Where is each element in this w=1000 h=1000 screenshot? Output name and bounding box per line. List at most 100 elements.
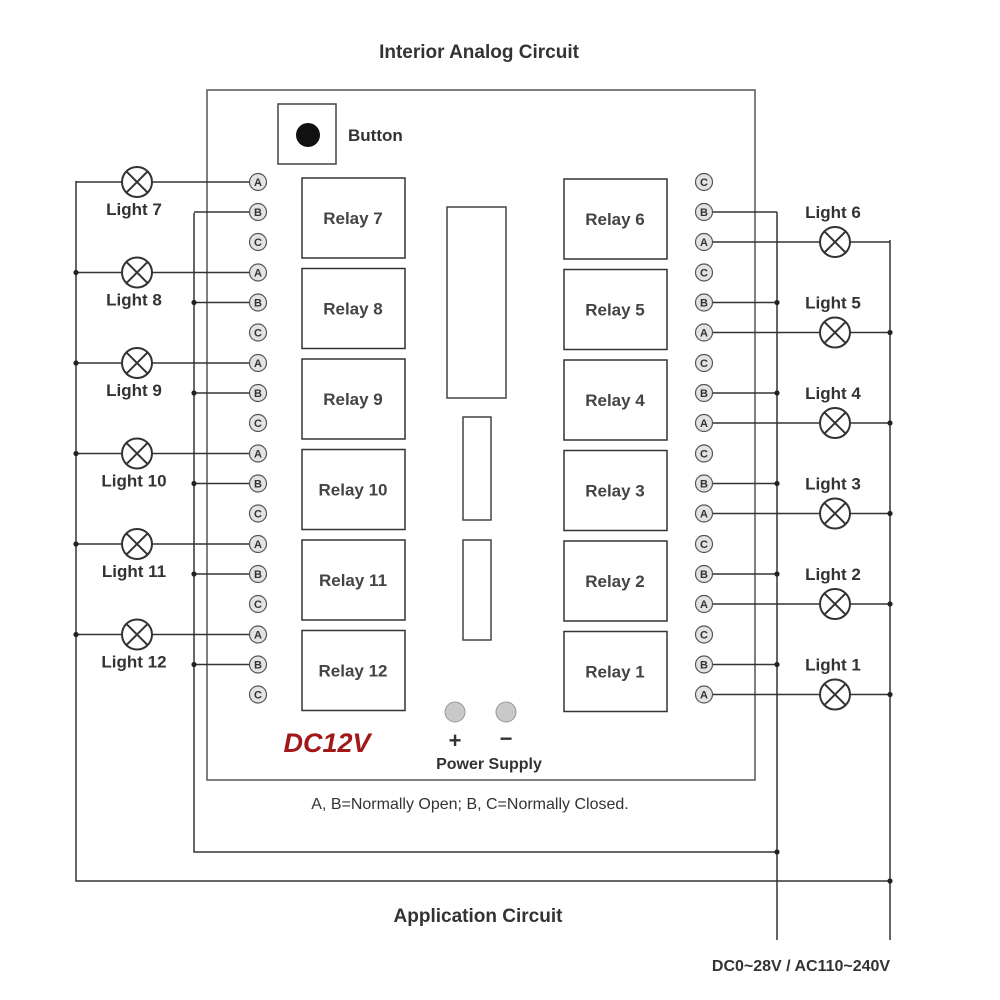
module-block-mid bbox=[462, 416, 492, 521]
lamp-right-2-icon-cross-b bbox=[823, 321, 847, 344]
terminal-left-c-2-letter: C bbox=[254, 328, 262, 340]
light-left-label-4: Light 10 bbox=[101, 472, 166, 491]
terminal-right-a-6-letter: A bbox=[700, 690, 708, 702]
lamp-left-5-icon-cross-b bbox=[125, 532, 149, 556]
relay-right-label-6: Relay 1 bbox=[585, 663, 645, 682]
terminal-right-c-1 bbox=[694, 172, 714, 192]
lamp-left-3-icon-cross-b bbox=[125, 351, 149, 375]
terminal-left-a-3 bbox=[248, 353, 268, 373]
terminal-right-b-5 bbox=[694, 564, 714, 584]
terminal-left-c-5 bbox=[248, 594, 268, 614]
interior-circuit-title: Interior Analog Circuit bbox=[379, 42, 580, 63]
terminal-right-c-4-letter: C bbox=[700, 449, 708, 461]
terminal-left-c-4-letter: C bbox=[254, 509, 262, 521]
junction-left-a-2 bbox=[73, 269, 79, 276]
terminal-right-c-1-letter: C bbox=[700, 177, 708, 189]
relay-right-4 bbox=[563, 449, 668, 532]
terminal-right-a-1 bbox=[694, 232, 714, 252]
terminal-right-b-3-letter: B bbox=[700, 388, 708, 400]
relay-left-label-2: Relay 8 bbox=[323, 300, 383, 319]
push-button bbox=[277, 103, 337, 165]
terminal-right-b-6-letter: B bbox=[700, 660, 708, 672]
terminal-right-b-3 bbox=[694, 383, 714, 403]
relay-right-3 bbox=[563, 359, 668, 441]
terminal-left-b-6 bbox=[248, 655, 268, 674]
terminal-right-b-4 bbox=[694, 474, 714, 493]
relay-left-1 bbox=[301, 177, 406, 259]
junction-right-a-6 bbox=[887, 691, 893, 698]
relay-left-2 bbox=[301, 267, 406, 350]
relay-right-2 bbox=[563, 268, 668, 351]
terminal-right-c-2-letter: C bbox=[700, 268, 708, 280]
relay-right-label-2: Relay 5 bbox=[585, 301, 645, 320]
relay-right-1 bbox=[563, 178, 668, 260]
light-left-label-3: Light 9 bbox=[106, 381, 162, 400]
terminal-right-c-3 bbox=[694, 353, 714, 373]
terminal-right-b-6 bbox=[694, 655, 714, 674]
relay-left-5 bbox=[301, 539, 406, 621]
terminal-right-a-6 bbox=[694, 685, 714, 704]
relay-right-6 bbox=[563, 630, 668, 713]
terminal-right-a-3 bbox=[694, 413, 714, 433]
controller-board bbox=[206, 89, 756, 781]
light-right-label-1: Light 6 bbox=[805, 203, 861, 222]
terminal-left-b-4 bbox=[248, 474, 268, 493]
junction-left-a-4 bbox=[73, 450, 79, 457]
terminal-right-c-6-letter: C bbox=[700, 630, 708, 642]
junction-right-a-3 bbox=[887, 420, 893, 426]
terminal-left-b-2 bbox=[248, 293, 268, 312]
relay-left-4 bbox=[301, 448, 406, 531]
terminal-right-a-2-letter: A bbox=[700, 328, 708, 340]
terminal-right-b-2-letter: B bbox=[700, 298, 708, 310]
terminal-left-c-4 bbox=[248, 504, 268, 523]
terminal-left-a-2-letter: A bbox=[254, 268, 262, 280]
terminal-right-c-2 bbox=[694, 263, 714, 282]
relay-right-label-3: Relay 4 bbox=[585, 391, 645, 410]
light-left-label-2: Light 8 bbox=[106, 291, 162, 310]
relay-left-label-3: Relay 9 bbox=[323, 390, 383, 409]
junction-right-b-2 bbox=[774, 299, 780, 306]
junction-left-b-5 bbox=[191, 571, 197, 577]
lamp-left-6-icon-cross-b bbox=[125, 623, 149, 646]
relay-left-label-1: Relay 7 bbox=[323, 209, 383, 228]
terminal-right-a-1-letter: A bbox=[700, 237, 708, 249]
junction-right-a-2 bbox=[887, 329, 893, 336]
terminal-right-a-4 bbox=[694, 504, 714, 523]
terminal-left-a-1-letter: A bbox=[254, 177, 262, 189]
light-right-label-5: Light 2 bbox=[805, 565, 861, 584]
junction-left-a-6 bbox=[73, 631, 79, 638]
terminal-right-b-1 bbox=[694, 202, 714, 222]
terminal-left-b-3-letter: B bbox=[254, 388, 262, 400]
voltage-brand-label: DC12V bbox=[283, 728, 372, 758]
lamp-right-5-icon-cross-b bbox=[823, 592, 847, 616]
lamp-left-1-icon-cross-b bbox=[125, 170, 149, 194]
junction-right-a-5 bbox=[887, 601, 893, 607]
light-left-label-6: Light 12 bbox=[101, 653, 166, 672]
lamp-right-4-icon-cross-b bbox=[823, 502, 847, 525]
relay-left-6 bbox=[301, 629, 406, 712]
terminal-right-a-5-letter: A bbox=[700, 599, 708, 611]
junction-bottom-b bbox=[774, 849, 780, 855]
power-minus-terminal bbox=[495, 701, 517, 723]
terminal-left-b-4-letter: B bbox=[254, 479, 262, 491]
junction-right-b-5 bbox=[774, 571, 780, 577]
source-voltage-label: DC0~28V / AC110~240V bbox=[712, 958, 891, 975]
light-right-label-4: Light 3 bbox=[805, 475, 861, 494]
application-circuit-title: Application Circuit bbox=[394, 906, 564, 927]
terminal-left-a-5-letter: A bbox=[254, 539, 262, 551]
light-right-label-3: Light 4 bbox=[805, 384, 861, 403]
terminal-left-c-3-letter: C bbox=[254, 418, 262, 430]
lamp-right-1-icon-cross-b bbox=[823, 230, 847, 254]
terminal-right-c-4 bbox=[694, 444, 714, 463]
relay-left-label-6: Relay 12 bbox=[319, 662, 388, 681]
terminal-right-a-5 bbox=[694, 594, 714, 614]
terminal-right-c-3-letter: C bbox=[700, 358, 708, 370]
terminal-left-a-6 bbox=[248, 625, 268, 644]
terminal-left-b-1 bbox=[248, 202, 268, 222]
common-wire-a bbox=[75, 181, 890, 882]
terminal-right-c-5-letter: C bbox=[700, 539, 708, 551]
terminal-left-c-1-letter: C bbox=[254, 237, 262, 249]
relay-left-label-5: Relay 11 bbox=[319, 571, 387, 590]
